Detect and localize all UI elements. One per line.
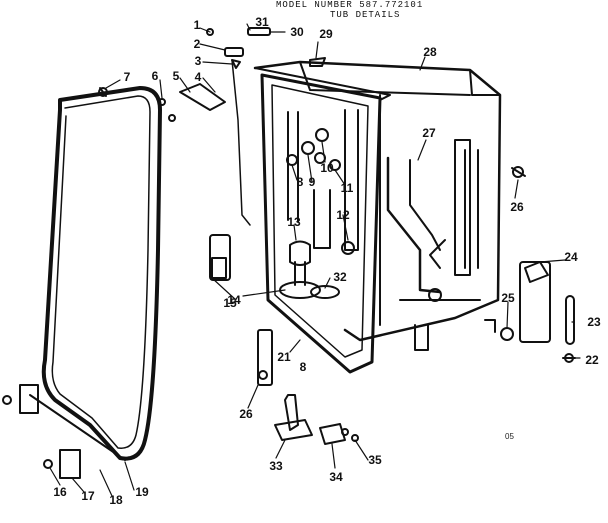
leader-lines	[49, 23, 581, 497]
callout-17: 17	[81, 489, 95, 503]
callout-23: 23	[587, 315, 601, 329]
callout-24: 24	[564, 250, 578, 264]
callout-18: 18	[109, 493, 123, 507]
callout-16: 16	[53, 485, 67, 499]
callout-5: 5	[172, 69, 180, 83]
door-gasket	[29, 86, 162, 461]
callout-21: 21	[277, 350, 291, 364]
callout-19: 19	[135, 485, 149, 499]
callout-12: 12	[336, 208, 350, 222]
callout-2: 2	[193, 37, 201, 51]
callout-9: 9	[308, 175, 316, 189]
callout-8b: 8	[299, 360, 307, 374]
callout-1: 1	[193, 18, 201, 32]
callout-8a: 8	[296, 175, 304, 189]
callout-10: 10	[320, 161, 334, 175]
callout-6: 6	[151, 69, 159, 83]
callout-3: 3	[194, 54, 202, 68]
callout-15: 15	[223, 296, 237, 310]
callout-33: 33	[269, 459, 283, 473]
callout-26b: 26	[239, 407, 253, 421]
callout-22: 22	[585, 353, 599, 367]
callout-14: 14	[227, 293, 241, 307]
callout-34: 34	[329, 470, 343, 484]
drawing-code: 05	[505, 432, 514, 441]
callout-7: 7	[123, 70, 131, 84]
callout-26: 26	[510, 200, 524, 214]
callout-4: 4	[194, 70, 202, 84]
callout-29: 29	[319, 27, 333, 41]
callout-11: 11	[340, 181, 354, 195]
callout-25: 25	[501, 291, 515, 305]
callout-35: 35	[368, 453, 382, 467]
callout-32: 32	[333, 270, 347, 284]
callout-28: 28	[423, 45, 437, 59]
model-number: MODEL NUMBER 587.772101	[276, 0, 424, 10]
diagram-subtitle: TUB DETAILS	[330, 10, 401, 20]
callout-31: 31	[255, 15, 269, 29]
callout-27: 27	[422, 126, 436, 140]
callout-30: 30	[290, 25, 304, 39]
tub-body	[253, 60, 502, 374]
callout-13: 13	[287, 215, 301, 229]
